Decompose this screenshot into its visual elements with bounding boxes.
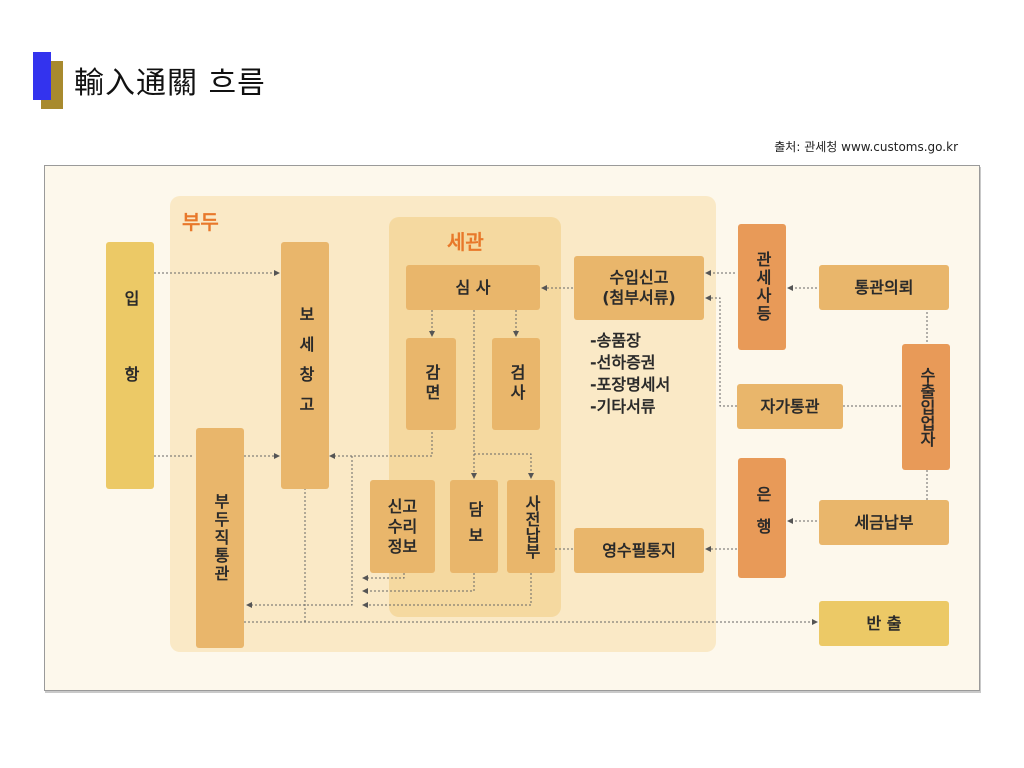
attachment-item: -포장명세서 [590, 375, 671, 394]
customs-broker-box: 관세사등 [738, 224, 786, 350]
zone-customs-label: 세관 [447, 230, 484, 254]
attachment-item: -선하증권 [590, 353, 656, 372]
attachments-list: -송품장 -선하증권 -포장명세서 -기타서류 [590, 330, 670, 418]
self-clearance-box: 자가통관 [737, 384, 843, 429]
importer-box: 수출입업자 [902, 344, 950, 470]
tax-payment-box: 세금납부 [819, 500, 949, 545]
exemption-box: 감면 [406, 338, 456, 430]
clearance-request-box: 통관의뢰 [819, 265, 949, 310]
receipt-notice-box: 영수필통지 [574, 528, 704, 573]
arrival-box: 입항 [106, 242, 154, 489]
title-accent-blue [33, 52, 51, 100]
inspection-box: 검사 [492, 338, 540, 430]
prepayment-box: 사전납부 [507, 480, 555, 573]
acceptance-info-box: 신고 수리 정보 [370, 480, 435, 573]
zone-pier-label: 부두 [182, 210, 219, 234]
attachment-item: -기타서류 [590, 397, 656, 416]
pier-direct-clearance-box: 부두직통관 [196, 428, 244, 648]
bank-box: 은행 [738, 458, 786, 578]
import-declaration-box: 수입신고 (첨부서류) [574, 256, 704, 320]
attachment-item: -송품장 [590, 331, 641, 350]
bonded-warehouse-box: 보세창고 [281, 242, 329, 489]
page-title: 輸入通關 흐름 [74, 66, 266, 101]
review-box: 심 사 [406, 265, 540, 310]
source-caption: 출처: 관세청 www.customs.go.kr [774, 140, 958, 154]
release-box: 반 출 [819, 601, 949, 646]
guarantee-box: 담보 [450, 480, 498, 573]
